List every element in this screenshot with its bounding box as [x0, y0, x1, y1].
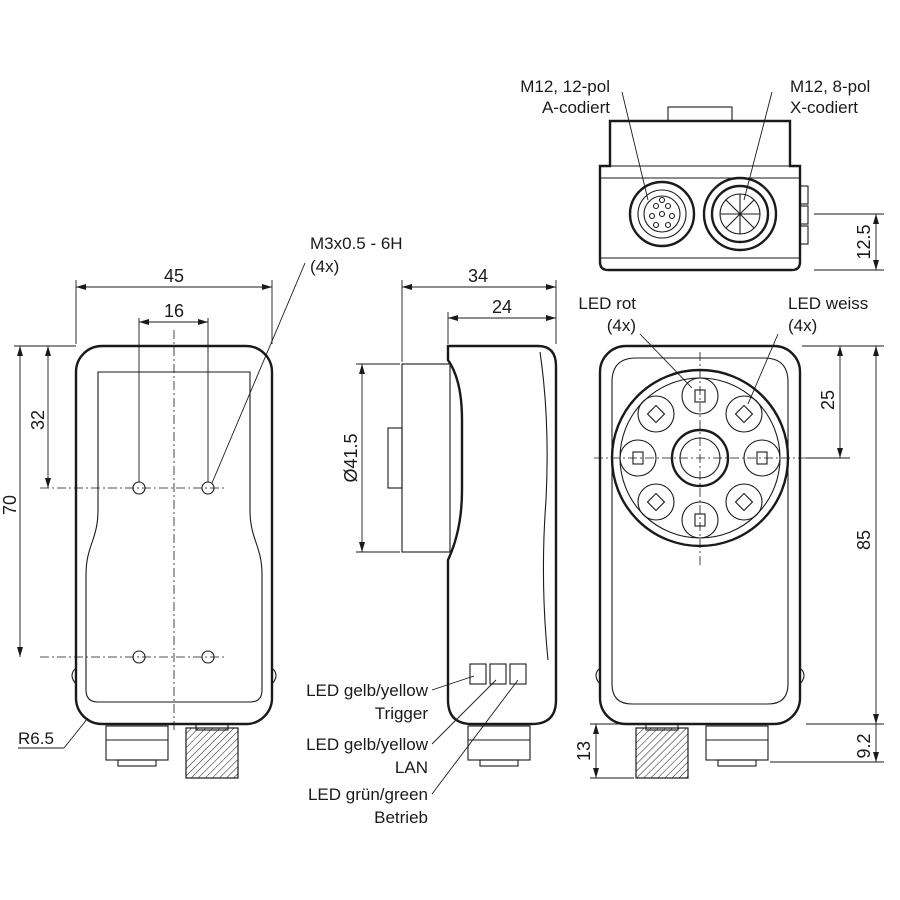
dim-connector-height: 12.5: [854, 224, 874, 259]
connector-8-pol: [702, 176, 778, 252]
thread-count-label: (4x): [310, 257, 339, 276]
dim-connector-length: 13: [574, 741, 594, 761]
connector-left-code: A-codiert: [542, 98, 610, 117]
led-betrieb-label: LED grün/green: [308, 785, 428, 804]
rear-connector-right: [185, 723, 239, 779]
led-betrieb: [509, 663, 527, 685]
front-connector-left: [635, 723, 689, 779]
led-lan: [489, 663, 507, 685]
led-red-label: LED rot: [578, 294, 636, 313]
led-trigger-sublabel: Trigger: [375, 704, 429, 723]
connector-right-label: M12, 8-pol: [790, 77, 870, 96]
bottom-view: M12, 12-pol A-codiert M12, 8-pol X-codie…: [520, 77, 884, 272]
led-white-group: [637, 395, 763, 521]
led-red-group: [619, 377, 781, 539]
front-inner-outline: [611, 357, 789, 705]
led-betrieb-sublabel: Betrieb: [374, 808, 428, 827]
dim-total-height: 85: [854, 530, 874, 550]
rear-view: 45 16 70 32 M3x0.5 - 6H (4x) R6.5: [0, 234, 403, 779]
dim-height: 70: [0, 495, 20, 515]
dim-depth-total: 34: [468, 266, 488, 286]
led-lan-sublabel: LAN: [395, 758, 428, 777]
rear-inner-outline: [85, 371, 263, 703]
dim-connector-offset: 9.2: [854, 733, 874, 758]
dim-lens-center: 25: [818, 390, 838, 410]
rear-connector-left: [105, 725, 169, 767]
front-body-outline: [598, 344, 802, 726]
mount-hole: [132, 650, 146, 664]
side-body-outline: [446, 344, 558, 726]
dim-hole-spacing-y: 32: [28, 410, 48, 430]
connector-12-pol: [628, 180, 696, 248]
mount-hole: [201, 650, 215, 664]
led-white-label: LED weiss: [788, 294, 868, 313]
side-lens-housing: [401, 363, 451, 553]
dim-depth-body: 24: [492, 297, 512, 317]
led-trigger: [469, 663, 487, 685]
connector-right-code: X-codiert: [790, 98, 858, 117]
dim-lens-diameter: Ø41.5: [341, 433, 361, 482]
led-trigger-label: LED gelb/yellow: [306, 681, 429, 700]
led-red-count: (4x): [607, 316, 636, 335]
dim-width: 45: [164, 266, 184, 286]
front-connector-right: [705, 725, 769, 767]
front-view: LED rot (4x) LED weiss (4x) 25 85 9.2 13: [574, 294, 884, 779]
connector-left-label: M12, 12-pol: [520, 77, 610, 96]
led-white-count: (4x): [788, 316, 817, 335]
led-lan-label: LED gelb/yellow: [306, 735, 429, 754]
radius-label: R6.5: [18, 729, 54, 748]
side-view: 34 24 Ø41.5 LED gelb/yellow Trigger LED …: [306, 266, 558, 827]
camera-lens: [670, 428, 730, 488]
bottom-body-outline: [598, 119, 802, 272]
dim-hole-spacing-x: 16: [164, 301, 184, 321]
thread-label: M3x0.5 - 6H: [310, 234, 403, 253]
